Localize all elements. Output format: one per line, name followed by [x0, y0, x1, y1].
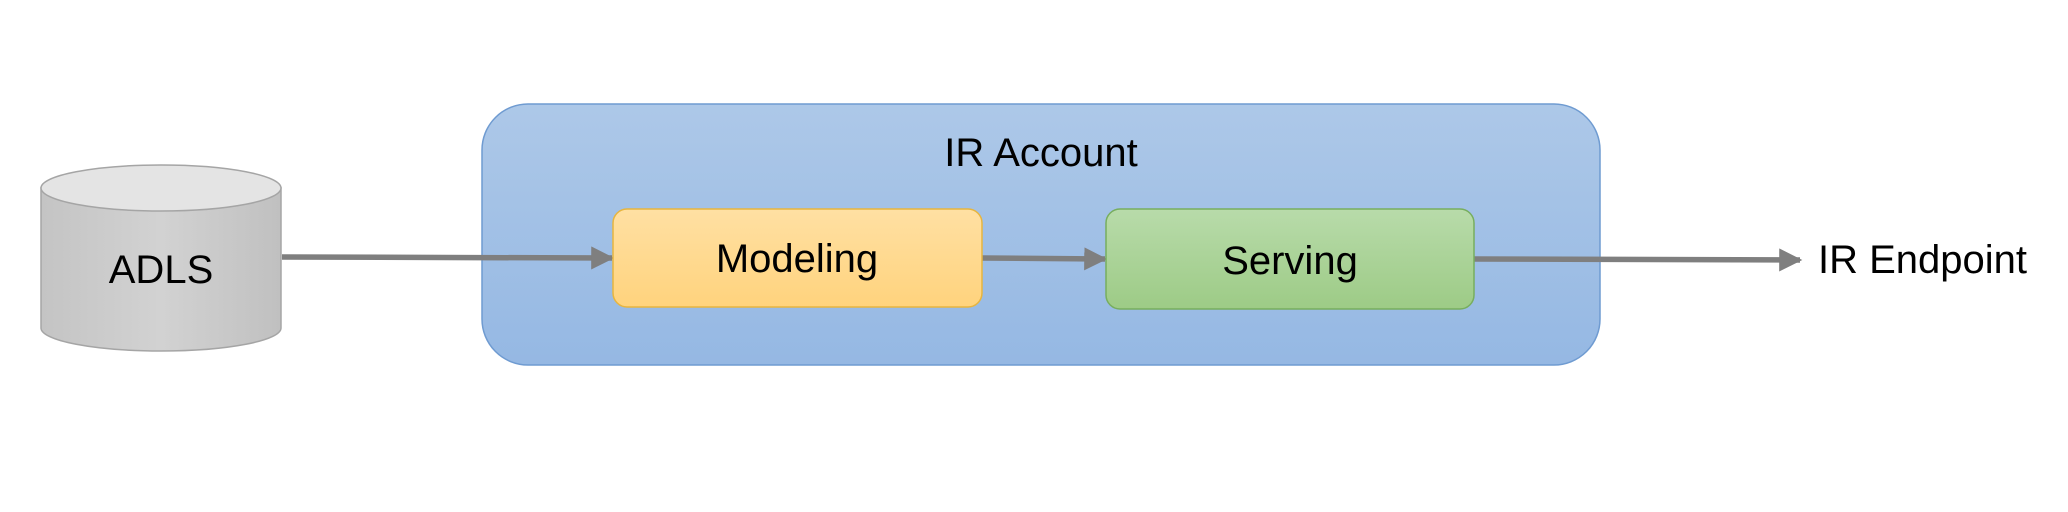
serving-stage: Serving	[1105, 208, 1475, 310]
ir-endpoint-label: IR Endpoint	[1818, 238, 2027, 282]
serving-label: Serving	[1222, 239, 1358, 283]
ir-account-label: IR Account	[944, 131, 1137, 175]
adls-label: ADLS	[109, 248, 214, 292]
modeling-box	[612, 208, 983, 308]
modeling-label: Modeling	[716, 237, 878, 281]
adls-datastore: ADLS	[40, 164, 282, 352]
serving-box	[1105, 208, 1475, 310]
connectors	[281, 246, 1803, 272]
modeling-stage: Modeling	[612, 208, 983, 308]
adls-cylinder-body	[40, 187, 282, 352]
arrow-adls-to-modeling	[281, 246, 615, 270]
adls-cylinder-top	[41, 165, 281, 211]
arrow-serving-to-endpoint	[1473, 248, 1803, 272]
arrow-modeling-to-serving	[981, 247, 1108, 271]
